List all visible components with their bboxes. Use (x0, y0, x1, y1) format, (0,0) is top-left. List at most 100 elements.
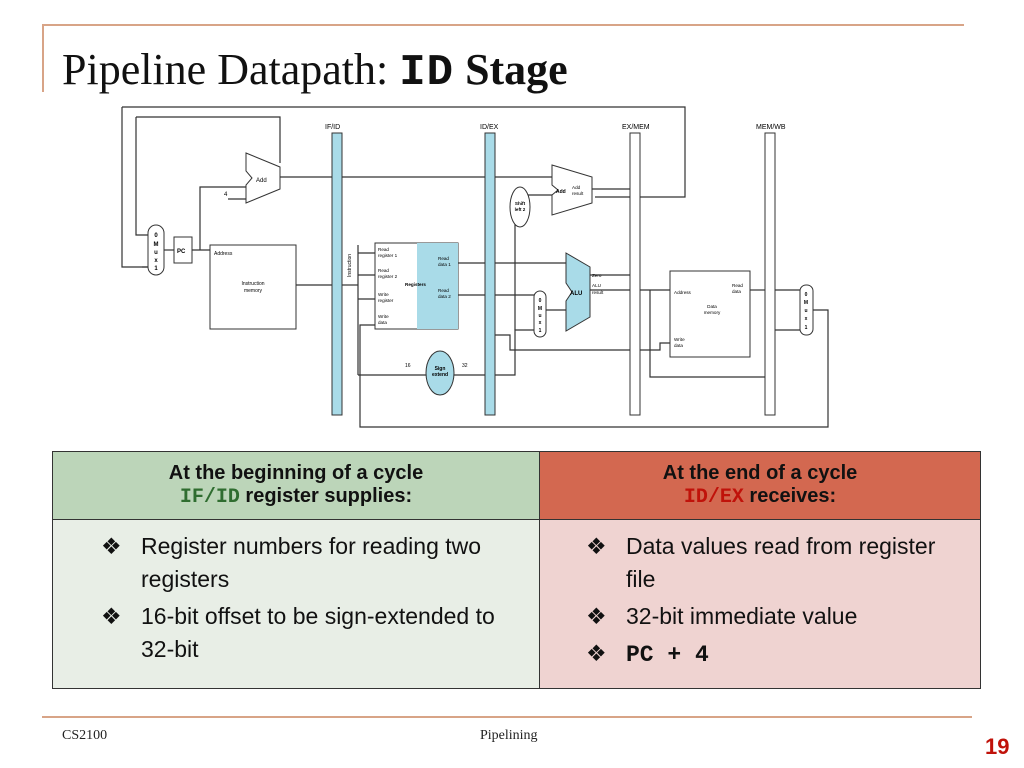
reg-in-2b: register 2 (378, 274, 398, 279)
alu-src-mux (533, 290, 547, 338)
reg-in-1a: Read (378, 247, 389, 252)
wire-branch-target-top (122, 106, 686, 198)
data-memory (669, 270, 751, 358)
sign-extend-label-1: Sign (435, 366, 446, 372)
right-header-code: ID/EX (683, 486, 744, 509)
slide-title: Pipeline Datapath: ID Stage (62, 44, 568, 98)
sign-extend-label-2: extend (432, 372, 448, 378)
alu-result-label-1: ALU (592, 283, 601, 288)
imem-label-1: Instruction (241, 281, 264, 287)
reg-in-4b: data (378, 320, 387, 325)
pipeline-datapath-diagram: IF/ID ID/EX EX/MEM MEM/WB Add 4 0 M u x … (121, 106, 829, 428)
bullet-diamond-icon: ❖ (101, 603, 122, 629)
bullet-diamond-icon: ❖ (101, 533, 122, 559)
pc-register (173, 236, 193, 264)
right-header-line2: ID/EX receives: (541, 485, 979, 509)
width-16-label: 16 (405, 363, 411, 369)
bottom-rule (42, 716, 972, 718)
pipe-reg-exmem (629, 132, 641, 416)
imem-address-label: Address (214, 251, 233, 257)
register-file-read-section (417, 243, 458, 329)
wb-mux-x: x (805, 316, 808, 322)
wb-mux-u: u (804, 308, 807, 314)
sign-extend-unit (425, 350, 455, 396)
dmem-read-1: Read (732, 283, 743, 288)
shift-left-2-unit (509, 186, 531, 228)
wb-mux-m: M (804, 300, 808, 306)
reg-out-1b: data 1 (438, 262, 451, 267)
pipe-label-memwb: MEM/WB (756, 124, 786, 131)
dmem-label-2: memory (704, 310, 721, 315)
branch-add-result-1: Add (572, 185, 581, 190)
constant-four: 4 (224, 192, 228, 198)
memtoreg-mux (799, 284, 814, 336)
bullet-diamond-icon: ❖ (586, 603, 607, 629)
pipe-label-idex: ID/EX (480, 124, 499, 131)
title-suffix: Stage (454, 45, 568, 94)
pipe-reg-memwb (764, 132, 776, 416)
registers-label: Registers (405, 282, 426, 287)
list-item: ❖16-bit offset to be sign-extended to 32… (101, 600, 529, 666)
footer-topic: Pipelining (480, 728, 538, 743)
pc-label: PC (177, 249, 186, 255)
pipe-reg-ifid (331, 132, 343, 416)
bullet-diamond-icon: ❖ (586, 533, 607, 559)
pc-mux-x: x (154, 258, 158, 264)
wb-mux-0: 0 (805, 292, 808, 298)
pc-adder (245, 152, 281, 204)
wire-pc-plus4-loop (136, 116, 281, 163)
right-header-line1: At the end of a cycle (662, 462, 858, 484)
wire-rd2-exmem (495, 334, 630, 351)
pipeline-registers: IF/ID ID/EX EX/MEM MEM/WB (325, 124, 786, 416)
pc-mux-0: 0 (154, 233, 158, 239)
alu-mux-1: 1 (539, 328, 542, 334)
alu-mux-m: M (538, 306, 542, 312)
pc-mux-u: u (154, 250, 158, 256)
pc-adder-label: Add (256, 178, 267, 184)
bullet-diamond-icon: ❖ (586, 640, 607, 666)
alu (565, 252, 591, 332)
wire-branch-target-left (121, 107, 148, 268)
page-number: 19 (985, 734, 1010, 759)
instruction-memory (209, 244, 297, 330)
branch-add-result-2: result (572, 191, 584, 196)
list-item: ❖Data values read from register file (586, 530, 970, 596)
list-item: ❖Register numbers for reading two regist… (101, 530, 529, 596)
wire-pc-add (199, 186, 246, 250)
instruction-label: Instruction (347, 254, 353, 277)
wire-writeback (359, 309, 829, 428)
left-rule (42, 24, 44, 92)
left-header-code: IF/ID (179, 486, 240, 509)
title-code: ID (399, 48, 455, 98)
left-bullet-list: ❖Register numbers for reading two regist… (101, 530, 529, 666)
reg-in-2a: Read (378, 268, 389, 273)
right-header-cell: At the end of a cycle ID/EX receives: (539, 451, 981, 520)
dmem-write-2: data (674, 343, 683, 348)
left-header-cell: At the beginning of a cycle IF/ID regist… (52, 451, 540, 520)
reg-in-4a: Write (378, 314, 389, 319)
pipe-label-ifid: IF/ID (325, 124, 340, 131)
alu-mux-0: 0 (539, 298, 542, 304)
title-prefix: Pipeline Datapath: (62, 45, 400, 94)
shift-label-2: left 2 (515, 207, 526, 212)
wire-pc-plus4-mux (135, 117, 148, 236)
branch-add-label: Add (556, 189, 566, 195)
reg-in-3a: Write (378, 292, 389, 297)
alu-label: ALU (570, 291, 582, 297)
dmem-label-1: Data (707, 304, 717, 309)
alu-mux-u: u (538, 313, 541, 319)
footer-course: CS2100 (62, 728, 108, 743)
dmem-address-label: Address (674, 290, 692, 295)
reg-in-3b: register (378, 298, 394, 303)
wb-mux-1: 1 (805, 325, 808, 331)
wire-write-data (640, 342, 670, 351)
shift-label-1: Shift (515, 201, 526, 206)
imem-label-2: memory (244, 288, 263, 294)
wire-imm-mux (495, 329, 534, 376)
pc-mux-1: 1 (154, 266, 158, 272)
reg-out-2a: Read (438, 288, 449, 293)
reg-in-1b: register 1 (378, 253, 398, 258)
width-32-label: 32 (462, 363, 468, 369)
pc-mux-m: M (154, 242, 159, 248)
alu-result-label-2: result (592, 290, 604, 295)
